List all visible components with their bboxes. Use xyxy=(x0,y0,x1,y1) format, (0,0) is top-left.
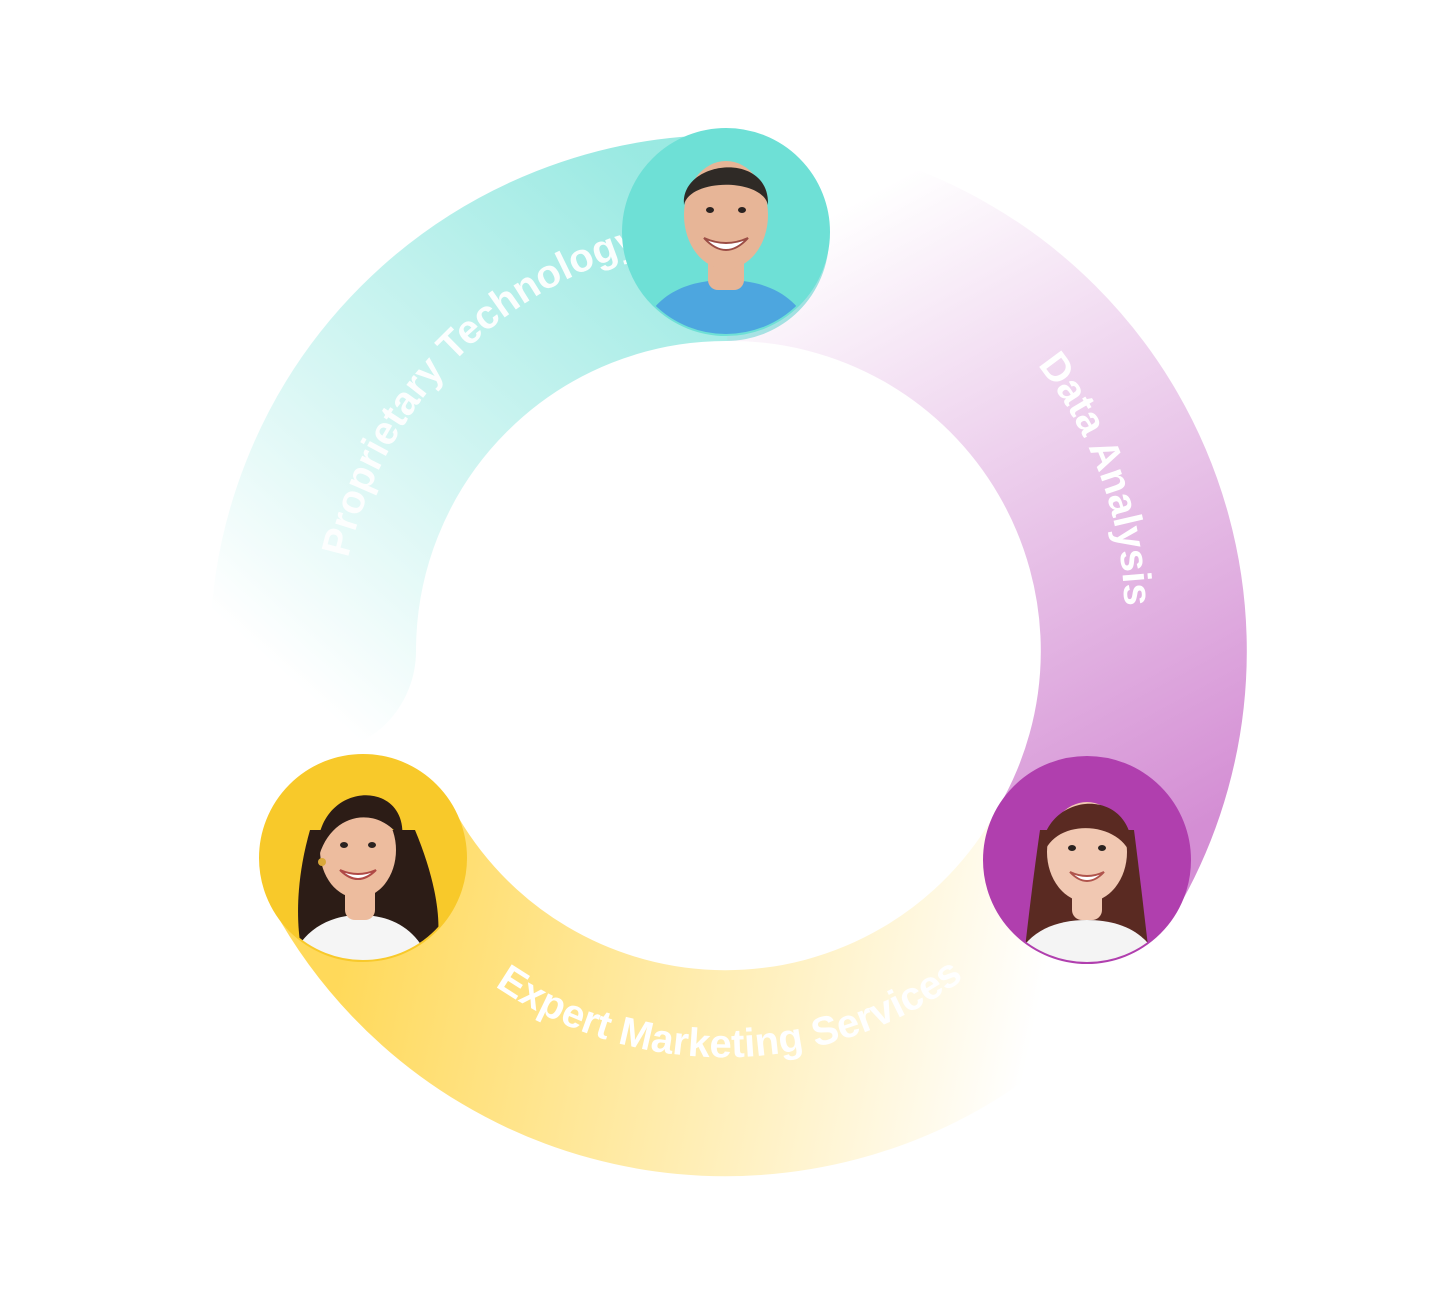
data-analysis-arc xyxy=(724,134,1247,913)
man-avatar xyxy=(623,129,829,335)
woman-dark-hair-avatar-ring xyxy=(259,754,467,962)
man-avatar-ring xyxy=(622,128,830,336)
expert-marketing-arc xyxy=(272,807,1178,1177)
woman-red-hair-avatar-ring xyxy=(983,756,1191,964)
woman-dark-hair-avatar xyxy=(260,755,466,961)
